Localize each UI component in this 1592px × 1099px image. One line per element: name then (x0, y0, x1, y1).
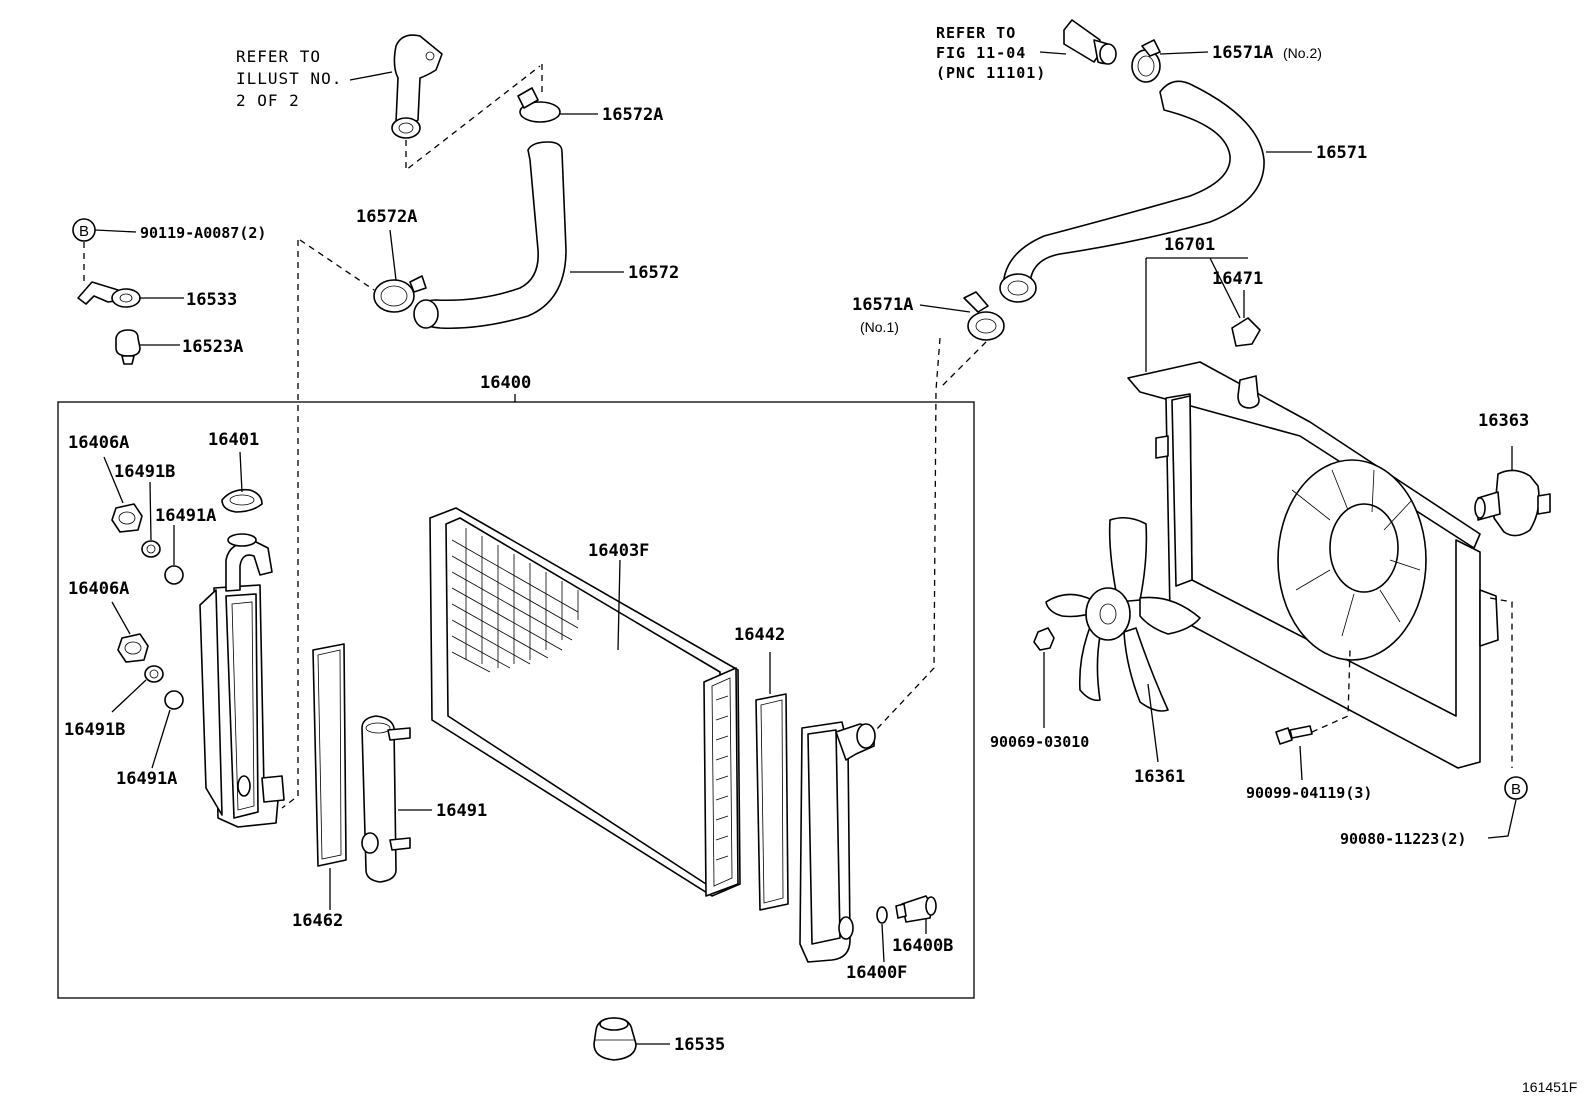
note-refer-fig-line2: FIG 11-04 (936, 44, 1026, 62)
o-ring-16491A-upper (164, 565, 184, 585)
radiator-mount-cushion (593, 1017, 637, 1061)
label-16701: 16701 (1164, 235, 1215, 255)
label-16406A-lower: 16406A (68, 579, 129, 599)
label-16572A-upper: 16572A (602, 105, 663, 125)
label-16400: 16400 (480, 373, 531, 393)
label-90099-04119: 90099-04119(3) (1246, 784, 1372, 802)
label-90119-A0087: 90119-A0087(2) (140, 224, 266, 242)
heater-pipe (1063, 19, 1117, 65)
svg-text:B: B (79, 223, 89, 240)
label-16400B: 16400B (892, 936, 953, 956)
note-refer-illust-line3: 2 OF 2 (236, 91, 300, 110)
clip-16471 (1231, 317, 1261, 347)
fan-motor (1474, 469, 1551, 537)
svg-text:B: B (1511, 781, 1521, 798)
marker-b-left: B (72, 218, 96, 242)
clamp-16571A-no2 (1131, 39, 1161, 83)
radiator-assembly-box (57, 401, 975, 999)
label-16571A-no1-suffix: (No.1) (860, 319, 899, 335)
fan-nut (1033, 627, 1055, 651)
left-radiator-tank (199, 533, 285, 828)
clamp-16572A-lower (373, 275, 427, 313)
gasket-16491B-upper (141, 540, 161, 558)
shroud-bolt (1275, 725, 1313, 745)
core-fins (451, 528, 579, 673)
label-16471: 16471 (1212, 269, 1263, 289)
label-16400F: 16400F (846, 963, 907, 983)
note-refer-illust-line1: REFER TO (236, 47, 321, 66)
tank-tube-16491 (361, 715, 411, 883)
label-16363: 16363 (1478, 411, 1529, 431)
label-16403F: 16403F (588, 541, 649, 561)
label-16462: 16462 (292, 911, 343, 931)
label-16571A-no1: 16571A (852, 295, 913, 315)
fan-shroud (1127, 361, 1499, 769)
label-16523A: 16523A (182, 337, 243, 357)
label-16533: 16533 (186, 290, 237, 310)
label-16571: 16571 (1316, 143, 1367, 163)
cushion-16523A (115, 329, 141, 365)
hose-16571 (999, 80, 1265, 303)
clamp-16572A-upper (517, 87, 561, 123)
note-refer-illust-line2: ILLUST NO. (236, 69, 342, 88)
label-16401: 16401 (208, 430, 259, 450)
tank-gasket-16462 (312, 643, 347, 867)
drain-cock (895, 895, 937, 923)
label-90069-03010: 90069-03010 (990, 733, 1089, 751)
label-16406A-upper: 16406A (68, 433, 129, 453)
label-16572: 16572 (628, 263, 679, 283)
radiator-core (429, 507, 741, 897)
cooling-fan (1045, 516, 1201, 712)
note-refer-fig-line3: (PNC 11101) (936, 64, 1046, 82)
hose-16572 (413, 141, 567, 330)
diagram-id: 161451F (1522, 1079, 1577, 1095)
bracket-16533 (77, 281, 141, 308)
drain-plug-upper (111, 503, 143, 533)
note-refer-fig-line1: REFER TO (936, 24, 1016, 42)
gasket-16491B-lower (144, 665, 164, 683)
label-16571A-no2: 16571A (1212, 43, 1273, 63)
label-16535: 16535 (674, 1035, 725, 1055)
label-90080-11223: 90080-11223(2) (1340, 830, 1466, 848)
water-outlet-housing (391, 34, 443, 139)
label-16361: 16361 (1134, 767, 1185, 787)
label-16571A-no2-suffix: (No.2) (1283, 45, 1322, 61)
label-16442: 16442 (734, 625, 785, 645)
label-16491: 16491 (436, 801, 487, 821)
o-ring-16491A-lower (164, 690, 184, 710)
marker-b-right: B (1504, 776, 1528, 800)
label-16491A-lower: 16491A (116, 769, 177, 789)
right-radiator-tank (799, 721, 876, 963)
drain-plug-lower (117, 633, 149, 663)
clamp-16571A-no1 (963, 291, 1005, 341)
core-edge-ribs (715, 695, 729, 861)
drain-cock-o-ring (876, 906, 888, 924)
tank-gasket-16442 (755, 693, 789, 911)
label-16491B-lower: 16491B (64, 720, 125, 740)
label-16491B-upper: 16491B (114, 462, 175, 482)
radiator-cap (221, 488, 263, 513)
label-16572A-lower: 16572A (356, 207, 417, 227)
label-16491A-upper: 16491A (155, 506, 216, 526)
